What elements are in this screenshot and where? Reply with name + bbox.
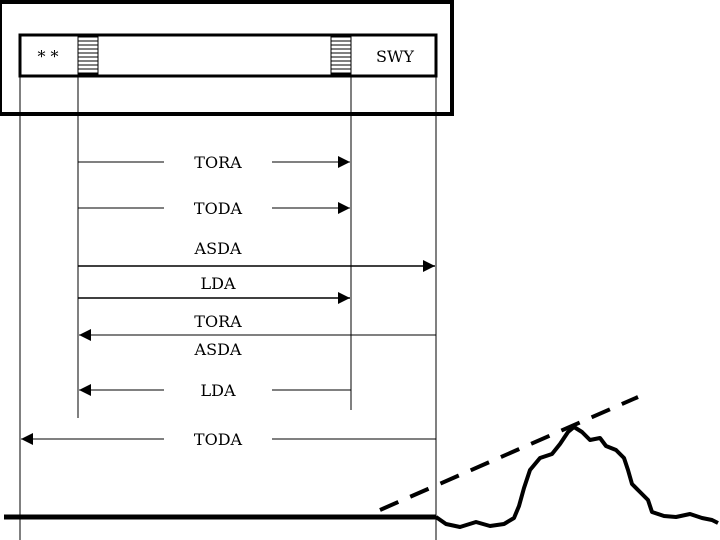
toda-label: TODA (194, 199, 243, 218)
runway-end-marker: * * (37, 47, 58, 66)
obstacle-clearance-slope (379, 395, 639, 512)
right-threshold-marking (330, 36, 352, 75)
terrain-profile (434, 425, 719, 529)
left-threshold-marking (77, 36, 99, 75)
asda-reverse-label: ASDA (194, 340, 242, 359)
asda-label: ASDA (194, 239, 242, 258)
lda-reverse-label: LDA (200, 381, 235, 400)
plan-view-frame (0, 0, 454, 116)
tora-reverse-label: TORA (194, 312, 242, 331)
lda-label: LDA (200, 274, 235, 293)
toda-reverse-label: TODA (194, 430, 243, 449)
stopway-label: SWY (376, 47, 414, 66)
tora-label: TORA (194, 153, 242, 172)
